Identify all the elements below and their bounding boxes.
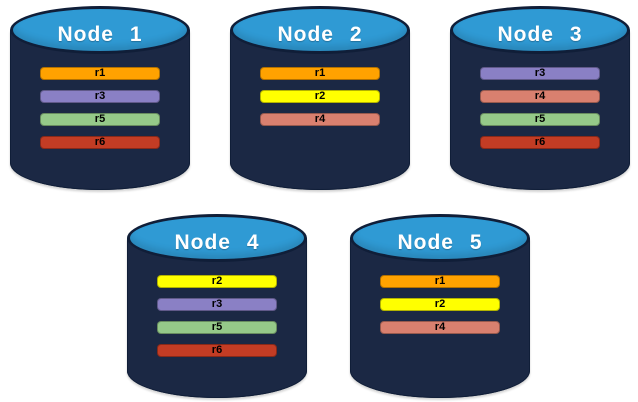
replica-bar-r3: r3	[480, 67, 600, 80]
replica-label: r1	[94, 67, 106, 79]
database-cylinder-body	[10, 30, 190, 190]
node-title: Node 2	[277, 23, 363, 46]
replica-bar-r3: r3	[40, 90, 160, 103]
replica-bar-r4: r4	[260, 113, 380, 126]
database-node-1: Node 1 r1 r3 r5 r6	[10, 6, 190, 190]
replica-label: r1	[434, 275, 446, 287]
replica-label: r2	[434, 298, 446, 310]
replica-label: r3	[94, 90, 106, 102]
replica-label: r3	[211, 298, 223, 310]
replica-label: r4	[534, 90, 546, 102]
replica-bar-r1: r1	[260, 67, 380, 80]
replica-label: r2	[211, 275, 223, 287]
replica-bar-r3: r3	[157, 298, 277, 311]
database-node-3: Node 3 r3 r4 r5 r6	[450, 6, 630, 190]
replica-bar-r1: r1	[380, 275, 500, 288]
replica-bar-r2: r2	[157, 275, 277, 288]
node-title: Node 5	[397, 231, 483, 254]
database-cylinder-body	[230, 30, 410, 190]
replica-bar-r6: r6	[480, 136, 600, 149]
replica-label: r6	[534, 136, 546, 148]
replica-bar-r4: r4	[480, 90, 600, 103]
node-title: Node 4	[174, 231, 260, 254]
replica-list: r1 r2 r4	[380, 275, 500, 334]
replica-bar-r6: r6	[157, 344, 277, 357]
replica-label: r5	[94, 113, 106, 125]
replica-bar-r4: r4	[380, 321, 500, 334]
database-node-4: Node 4 r2 r3 r5 r6	[127, 214, 307, 398]
replica-label: r6	[94, 136, 106, 148]
replica-label: r5	[534, 113, 546, 125]
database-cylinder-top: Node 3	[450, 6, 630, 54]
replica-bar-r6: r6	[40, 136, 160, 149]
node-title: Node 3	[497, 23, 583, 46]
database-cylinder-top: Node 5	[350, 214, 530, 262]
replica-list: r3 r4 r5 r6	[480, 67, 600, 149]
replica-label: r5	[211, 321, 223, 333]
database-cylinder-body	[127, 238, 307, 398]
replica-bar-r5: r5	[480, 113, 600, 126]
replica-label: r4	[434, 321, 446, 333]
database-node-5: Node 5 r1 r2 r4	[350, 214, 530, 398]
database-cylinder-body	[350, 238, 530, 398]
database-cylinder-top: Node 2	[230, 6, 410, 54]
replica-bar-r2: r2	[380, 298, 500, 311]
replica-list: r1 r3 r5 r6	[40, 67, 160, 149]
database-node-2: Node 2 r1 r2 r4	[230, 6, 410, 190]
database-cylinder-top: Node 4	[127, 214, 307, 262]
node-title: Node 1	[57, 23, 143, 46]
replica-list: r1 r2 r4	[260, 67, 380, 126]
replica-bar-r1: r1	[40, 67, 160, 80]
replica-bar-r2: r2	[260, 90, 380, 103]
replica-label: r2	[314, 90, 326, 102]
replica-bar-r5: r5	[40, 113, 160, 126]
replica-label: r1	[314, 67, 326, 79]
replica-label: r4	[314, 113, 326, 125]
replica-list: r2 r3 r5 r6	[157, 275, 277, 357]
replica-label: r3	[534, 67, 546, 79]
replica-bar-r5: r5	[157, 321, 277, 334]
database-cylinder-body	[450, 30, 630, 190]
replica-label: r6	[211, 344, 223, 356]
database-cylinder-top: Node 1	[10, 6, 190, 54]
